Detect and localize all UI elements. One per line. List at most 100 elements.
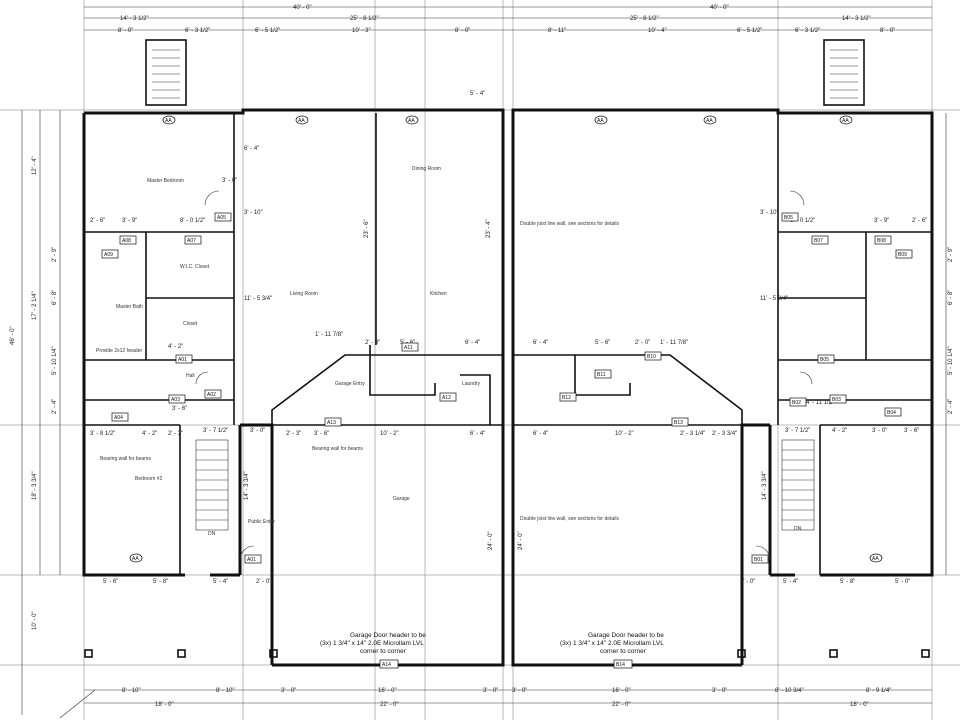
dim-bottom-3: 16' - 0"	[378, 688, 397, 694]
interior-dimensions: 2' - 6" 3' - 9" 8' - 0 1/2" 3' - 0" 3' -…	[90, 146, 927, 585]
dim-int-19: 2' - 6"	[912, 218, 927, 224]
dim-int-7: 23' - 4"	[486, 219, 492, 238]
dim-int-44: 24' - 0"	[518, 531, 524, 550]
tag-left-0: A05	[217, 215, 226, 221]
dim-int-51: 5' - 8"	[840, 579, 855, 585]
dim-int-34: 10' - 2"	[615, 431, 634, 437]
interior-walls	[84, 113, 932, 575]
garage-header-note-l-2: (3x) 1 3/4" x 14" 2.0E Microllam LVL	[320, 640, 424, 647]
dim-int-20: 3' - 10"	[760, 210, 779, 216]
dim-int-23: 4' - 2"	[142, 431, 157, 437]
stair-dn-left: DN	[208, 531, 216, 537]
dim-top-row2-0: 14' - 3 1/2"	[120, 16, 149, 22]
tag-right-5: B02	[792, 400, 801, 406]
dim-int-39: 3' - 0"	[872, 428, 887, 434]
dim-int-48: 2' - 0"	[256, 579, 271, 585]
tag-right-4: B05	[820, 357, 829, 363]
tag-left-5: A02	[207, 392, 216, 398]
dim-int-8: 11' - 5 3/4"	[244, 296, 272, 302]
room-kitchen: Kitchen	[430, 291, 447, 297]
garage-header-note-l-3: corner to corner	[360, 648, 407, 655]
aa-marker-4: AA	[597, 118, 604, 124]
tag-right-0: B05	[784, 215, 793, 221]
door-swings	[195, 190, 813, 561]
dim-stair-top: 5' - 4"	[470, 91, 485, 97]
tag-right-11: B13	[674, 420, 683, 426]
dim-top-row2-2: 25' - 8 1/2"	[630, 16, 659, 22]
tag-right-9: B11	[597, 372, 606, 378]
dim-int-5: 6' - 4"	[244, 146, 259, 152]
tag-right-13: B01	[754, 557, 763, 563]
dim-left-3: 2' - 4"	[52, 399, 58, 414]
dim-bottom2-2: 22' - 0"	[612, 702, 631, 708]
notes: Garage Door header to be (3x) 1 3/4" x 1…	[96, 221, 664, 655]
dim-int-21: 11' - 5 3/4"	[760, 296, 788, 302]
stair-right	[781, 439, 815, 531]
note-entry-beam: Provide 2x12 header	[96, 348, 142, 354]
dim-int-46: 5' - 8"	[153, 579, 168, 585]
note-double-joist: Double joist line wall, see sections for…	[520, 221, 619, 227]
aa-marker-6: AA	[842, 118, 849, 124]
tag-left-11: A14	[382, 662, 391, 668]
top-dimensions: 40' - 0" 40' - 0" 14' - 3 1/2" 25' - 8 1…	[84, 5, 932, 97]
dim-bottom-8: 8' - 10 3/4"	[775, 688, 804, 694]
aa-marker-1: AA	[165, 118, 172, 124]
dim-int-15: 2' - 0"	[635, 340, 650, 346]
tag-left-4: A01	[178, 357, 187, 363]
tag-right-2: B08	[877, 238, 886, 244]
dim-bottom-6: 16' - 0"	[612, 688, 631, 694]
room-master-bedroom: Master Bedroom	[147, 178, 184, 184]
section-markers: AA AA AA AA AA AA AA AA	[129, 115, 883, 563]
dim-right-0: 2' - 9"	[948, 247, 954, 262]
tag-right-12: B14	[616, 662, 625, 668]
dim-int-31: 10' - 2"	[380, 431, 399, 437]
dim-int-43: 24' - 0"	[488, 531, 494, 550]
garage-header-note-r-2: (3x) 1 3/4" x 14" 2.0E Microllam LVL	[560, 640, 664, 647]
leader-line	[59, 689, 96, 719]
dim-top-row3-4: 8' - 0"	[455, 28, 470, 34]
garage-header-note-l-1: Garage Door header to be	[350, 632, 426, 639]
tag-left-12: A01	[247, 557, 256, 563]
dim-top-row3-2: 6' - 5 1/2"	[255, 28, 280, 34]
tag-right-7: B04	[887, 410, 896, 416]
dim-int-33: 6' - 4"	[533, 431, 548, 437]
dim-int-28: 3' - 0"	[250, 428, 265, 434]
dim-int-1: 3' - 9"	[122, 218, 137, 224]
dim-int-41: 14' - 3 3/4"	[244, 471, 250, 500]
dim-int-16: 1' - 11 7/8"	[660, 340, 688, 346]
roof-vent-left	[145, 39, 187, 106]
dim-overall-right: 40' - 0"	[710, 5, 729, 11]
dim-int-47: 5' - 4"	[213, 579, 228, 585]
dim-bottom2-0: 18' - 0"	[155, 702, 174, 708]
roof-vent-right	[823, 39, 865, 106]
dim-int-29: 2' - 3"	[286, 431, 301, 437]
dim-int-3: 3' - 0"	[222, 178, 237, 184]
dim-int-0: 2' - 6"	[90, 218, 105, 224]
dim-int-49: 2' - 0"	[740, 579, 755, 585]
room-hall: Hall	[186, 373, 195, 379]
dim-int-25: 4' - 2"	[168, 344, 183, 350]
dim-top-row3-5: 8' - 11"	[548, 28, 566, 34]
dim-int-18: 3' - 9"	[874, 218, 889, 224]
tag-left-1: A08	[122, 238, 131, 244]
dim-bottom-2: 3' - 0"	[281, 688, 296, 694]
dim-left-2: 5' - 10 1/4"	[52, 346, 58, 375]
note-bearing-wall: Bearing wall for beams	[312, 446, 363, 452]
tag-left-7: A04	[114, 415, 123, 421]
dim-left-0: 12' - 4"	[32, 156, 38, 175]
dim-bottom-0: 8' - 10"	[122, 688, 141, 694]
dim-top-row3-7: 6' - 5 1/2"	[737, 28, 762, 34]
dim-int-24: 2' - 3"	[168, 431, 183, 437]
dim-int-9: 1' - 11 7/8"	[315, 332, 343, 338]
dim-int-53: 4' - 11 1/2"	[806, 400, 834, 406]
dim-bottom2-1: 22' - 0"	[380, 702, 399, 708]
dim-int-38: 4' - 2"	[832, 428, 847, 434]
tags: A05 A08 A07 A09 A01 A02 A03 A04 A11 A12 …	[101, 212, 913, 669]
stair-left	[195, 439, 229, 531]
aa-marker-3: AA	[408, 118, 415, 124]
dim-top-row2-3: 14' - 3 1/2"	[842, 16, 871, 22]
room-bedroom2: Bedroom #2	[135, 476, 162, 482]
dim-int-26: 3' - 6"	[172, 406, 187, 412]
dim-int-45: 5' - 6"	[103, 579, 118, 585]
dim-top-row3-6: 10' - 4"	[648, 28, 667, 34]
